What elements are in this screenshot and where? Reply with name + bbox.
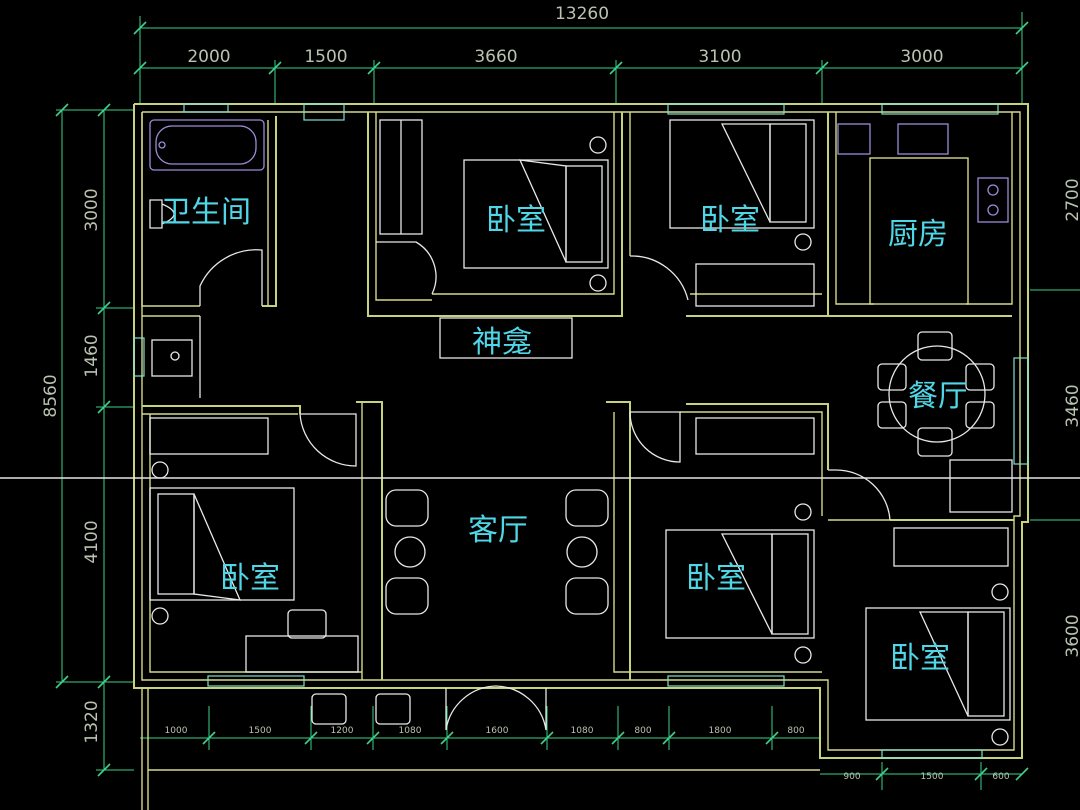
dim-top-2: 1500 xyxy=(304,47,347,67)
dim-top-5: 3000 xyxy=(900,47,943,67)
dim-bottom-7: 800 xyxy=(634,726,651,736)
dim-left-1: 3000 xyxy=(82,188,102,231)
dim-left-2: 1460 xyxy=(82,334,102,377)
dimension-lines xyxy=(55,12,1080,790)
dim-right-1: 2700 xyxy=(1063,178,1080,221)
room-label-bathroom: 卫生间 xyxy=(161,195,251,230)
dim-bottom-2: 1500 xyxy=(249,726,272,736)
room-label-bedroom-top-right: 卧室 xyxy=(700,203,760,238)
dim-bottom-right-1: 900 xyxy=(843,772,860,782)
room-label-dining: 餐厅 xyxy=(908,379,968,414)
furniture xyxy=(149,119,1013,746)
dim-top-1: 2000 xyxy=(187,47,230,67)
dim-bottom-right-3: 600 xyxy=(992,772,1009,782)
dim-top-3: 3660 xyxy=(474,47,517,67)
dim-bottom-9: 800 xyxy=(787,726,804,736)
dim-bottom-1: 1000 xyxy=(165,726,188,736)
dim-top-total: 13260 xyxy=(555,4,609,24)
dim-bottom-8: 1800 xyxy=(709,726,732,736)
windows xyxy=(133,103,1029,759)
dim-right-3: 3600 xyxy=(1063,614,1080,657)
doors xyxy=(199,241,891,731)
dim-bottom-5: 1600 xyxy=(486,726,509,736)
dim-left-4: 1320 xyxy=(82,700,102,743)
dim-bottom-4: 1080 xyxy=(399,726,422,736)
room-label-bedroom-bottom-left: 卧室 xyxy=(220,561,280,596)
dim-bottom-right-2: 1500 xyxy=(921,772,944,782)
dim-bottom-3: 1200 xyxy=(331,726,354,736)
room-label-kitchen: 厨房 xyxy=(888,217,948,252)
dim-left-total: 8560 xyxy=(41,374,61,417)
room-label-bedroom-top-middle: 卧室 xyxy=(486,203,546,238)
room-label-living: 客厅 xyxy=(468,513,528,548)
room-label-bedroom-bottom-middle: 卧室 xyxy=(686,561,746,596)
room-label-bedroom-bottom-right: 卧室 xyxy=(890,641,950,676)
dim-top-4: 3100 xyxy=(698,47,741,67)
dim-left-3: 4100 xyxy=(82,520,102,563)
dim-bottom-6: 1080 xyxy=(571,726,594,736)
dim-right-2: 3460 xyxy=(1063,384,1080,427)
walls xyxy=(133,103,1029,810)
room-label-shrine: 神龛 xyxy=(472,325,532,360)
